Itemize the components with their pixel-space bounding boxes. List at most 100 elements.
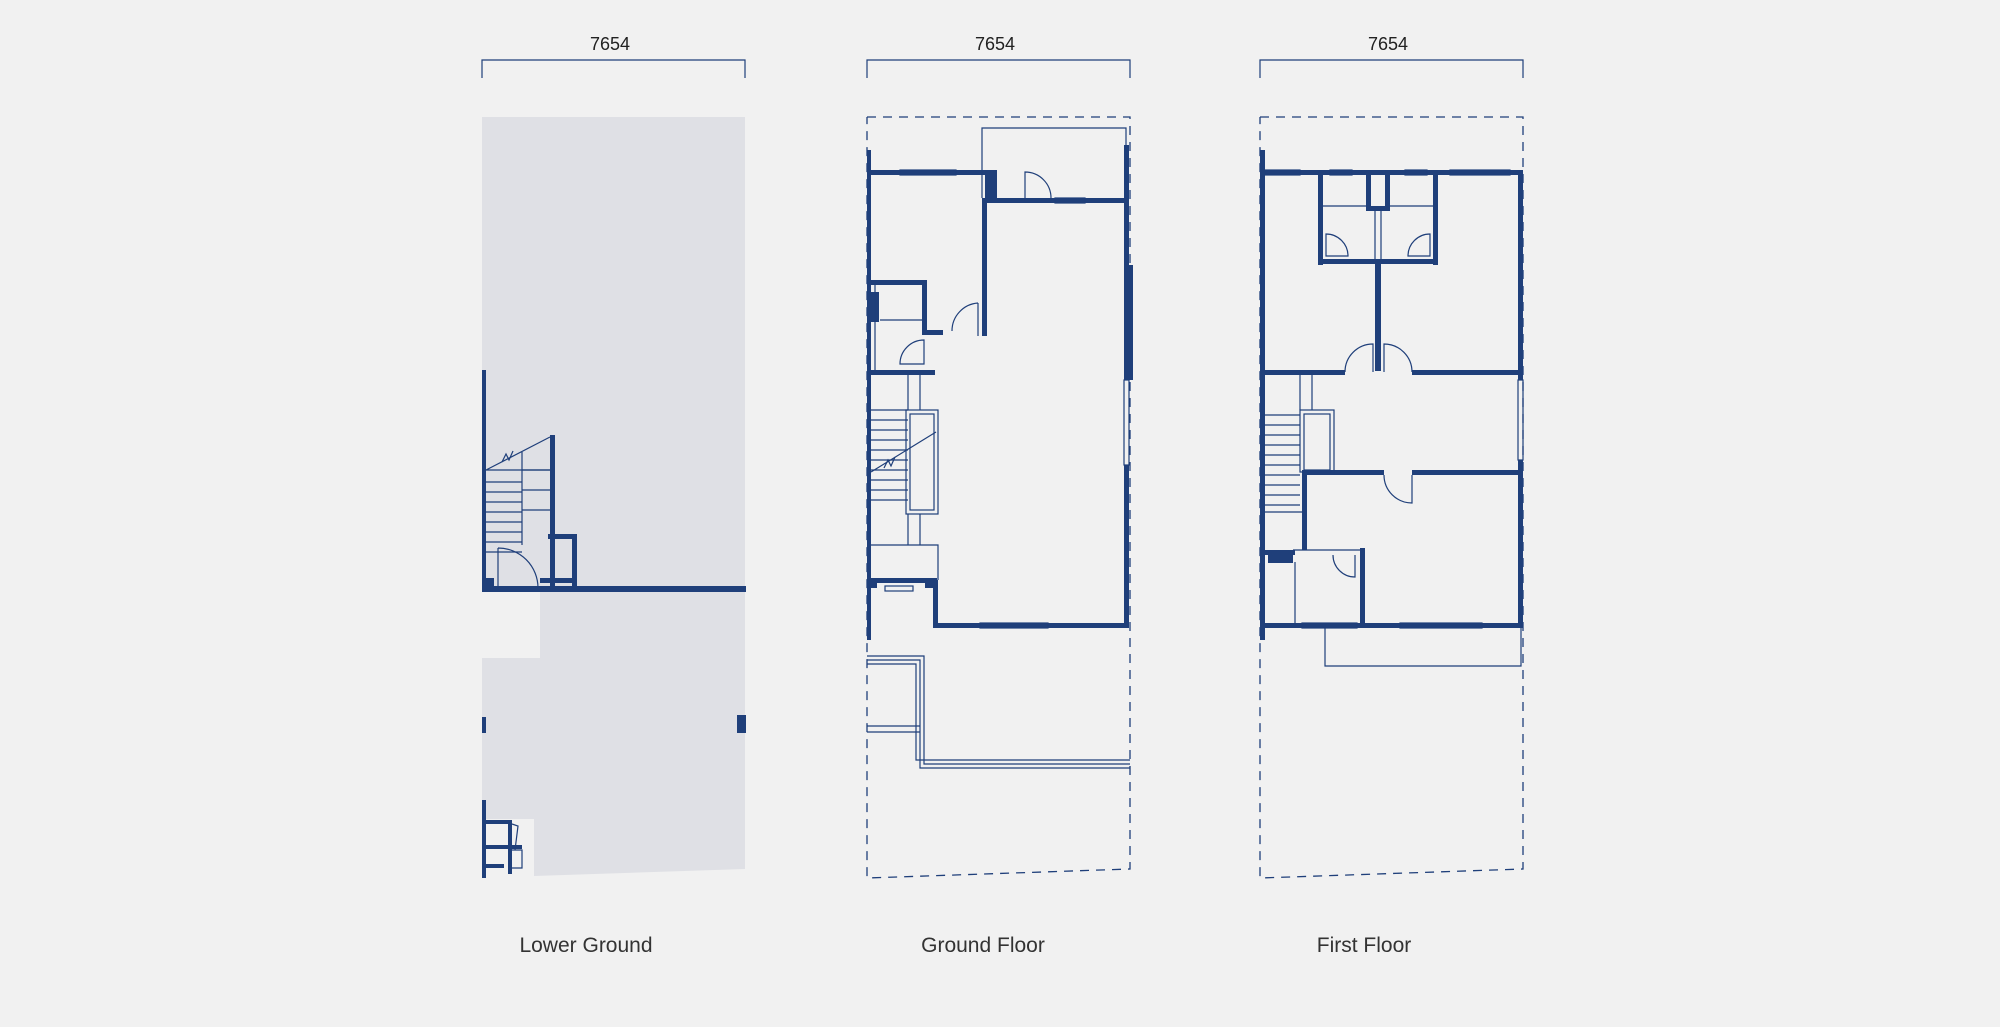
wall [1518, 460, 1523, 628]
wall [867, 150, 871, 640]
wall [1302, 470, 1384, 475]
window [1123, 379, 1130, 466]
entry-canopy [981, 127, 1127, 198]
wall [867, 170, 997, 175]
room-outline [874, 285, 922, 370]
dimension-line-ground-floor: 7654 [866, 34, 1131, 78]
wall [927, 330, 943, 335]
window [1301, 622, 1358, 629]
wall [482, 370, 486, 592]
window [1404, 169, 1428, 176]
staircase [870, 375, 939, 580]
door-swing [1383, 343, 1413, 373]
wall [867, 280, 927, 285]
wall [482, 820, 512, 824]
wall [1433, 170, 1438, 265]
window [884, 585, 914, 592]
wall [1385, 170, 1390, 210]
door-swing [1407, 233, 1431, 257]
wall [1412, 370, 1522, 375]
site-area [482, 117, 745, 876]
door-swing [951, 302, 979, 336]
door-swing [1024, 171, 1052, 199]
wall [1366, 206, 1390, 211]
window [899, 169, 957, 176]
wall [922, 280, 927, 335]
wall [1260, 623, 1523, 628]
window [979, 622, 1049, 629]
window [1264, 169, 1301, 176]
wall [482, 717, 486, 733]
window [1329, 169, 1353, 176]
wall [1260, 170, 1522, 175]
door-swing [1332, 554, 1356, 578]
site-boundary [866, 116, 1131, 879]
wall [1375, 259, 1381, 371]
staircase [1265, 375, 1335, 513]
dimension-line-first-floor: 7654 [1259, 34, 1524, 78]
wall [933, 623, 1129, 628]
wall [867, 578, 937, 583]
wall [1268, 555, 1293, 563]
wall [933, 580, 938, 628]
plan-lower-ground: 7654 Lower Ground [481, 34, 746, 957]
wall [1302, 470, 1307, 550]
door-swing [1344, 343, 1374, 373]
wall [482, 864, 504, 868]
dimension-text: 7654 [975, 34, 1015, 54]
door-swing [497, 547, 539, 590]
door-swing [899, 339, 925, 365]
floor-label-lower-ground: Lower Ground [519, 934, 652, 957]
wall [982, 198, 987, 336]
plan-ground-floor: 7654 [866, 34, 1133, 957]
balcony-outline [1324, 628, 1522, 667]
dimension-text: 7654 [1368, 34, 1408, 54]
wall [1124, 465, 1129, 627]
dimension-line-lower-ground: 7654 [481, 34, 746, 78]
wall [1518, 170, 1523, 380]
door-swing [511, 823, 523, 869]
wall [572, 534, 577, 590]
wall [1260, 150, 1265, 640]
dimension-text: 7654 [590, 34, 630, 54]
door-swing [1383, 474, 1413, 504]
garden-step [867, 725, 920, 733]
room-outline [1293, 549, 1360, 628]
wall [1260, 550, 1295, 555]
wall [482, 586, 746, 592]
window [1054, 197, 1086, 204]
wall [925, 578, 935, 588]
window [1399, 622, 1483, 629]
bathroom-partition [1323, 205, 1433, 259]
wall [540, 578, 572, 583]
wall [867, 292, 879, 322]
staircase [485, 436, 551, 553]
wall [1412, 470, 1522, 475]
wall [985, 198, 1127, 203]
wall [482, 800, 486, 878]
wall [1366, 170, 1371, 210]
window [1449, 169, 1511, 176]
wall [1124, 145, 1129, 380]
wall [985, 170, 997, 202]
wall [482, 578, 494, 590]
floor-label-ground-floor: Ground Floor [921, 934, 1045, 957]
wall [1318, 170, 1323, 265]
garden-wall [867, 655, 1130, 769]
wall [867, 370, 935, 375]
site-boundary [1259, 116, 1524, 879]
wall [1260, 370, 1345, 375]
window [1517, 379, 1524, 461]
wall [548, 534, 576, 539]
wall [482, 845, 522, 849]
wall [737, 715, 746, 733]
floor-label-first-floor: First Floor [1317, 934, 1412, 957]
wall [1128, 265, 1133, 380]
wall [550, 435, 555, 587]
door-swing [1325, 233, 1349, 257]
wall [867, 578, 877, 588]
wall [1360, 548, 1365, 628]
plan-first-floor: 7654 [1259, 34, 1524, 957]
